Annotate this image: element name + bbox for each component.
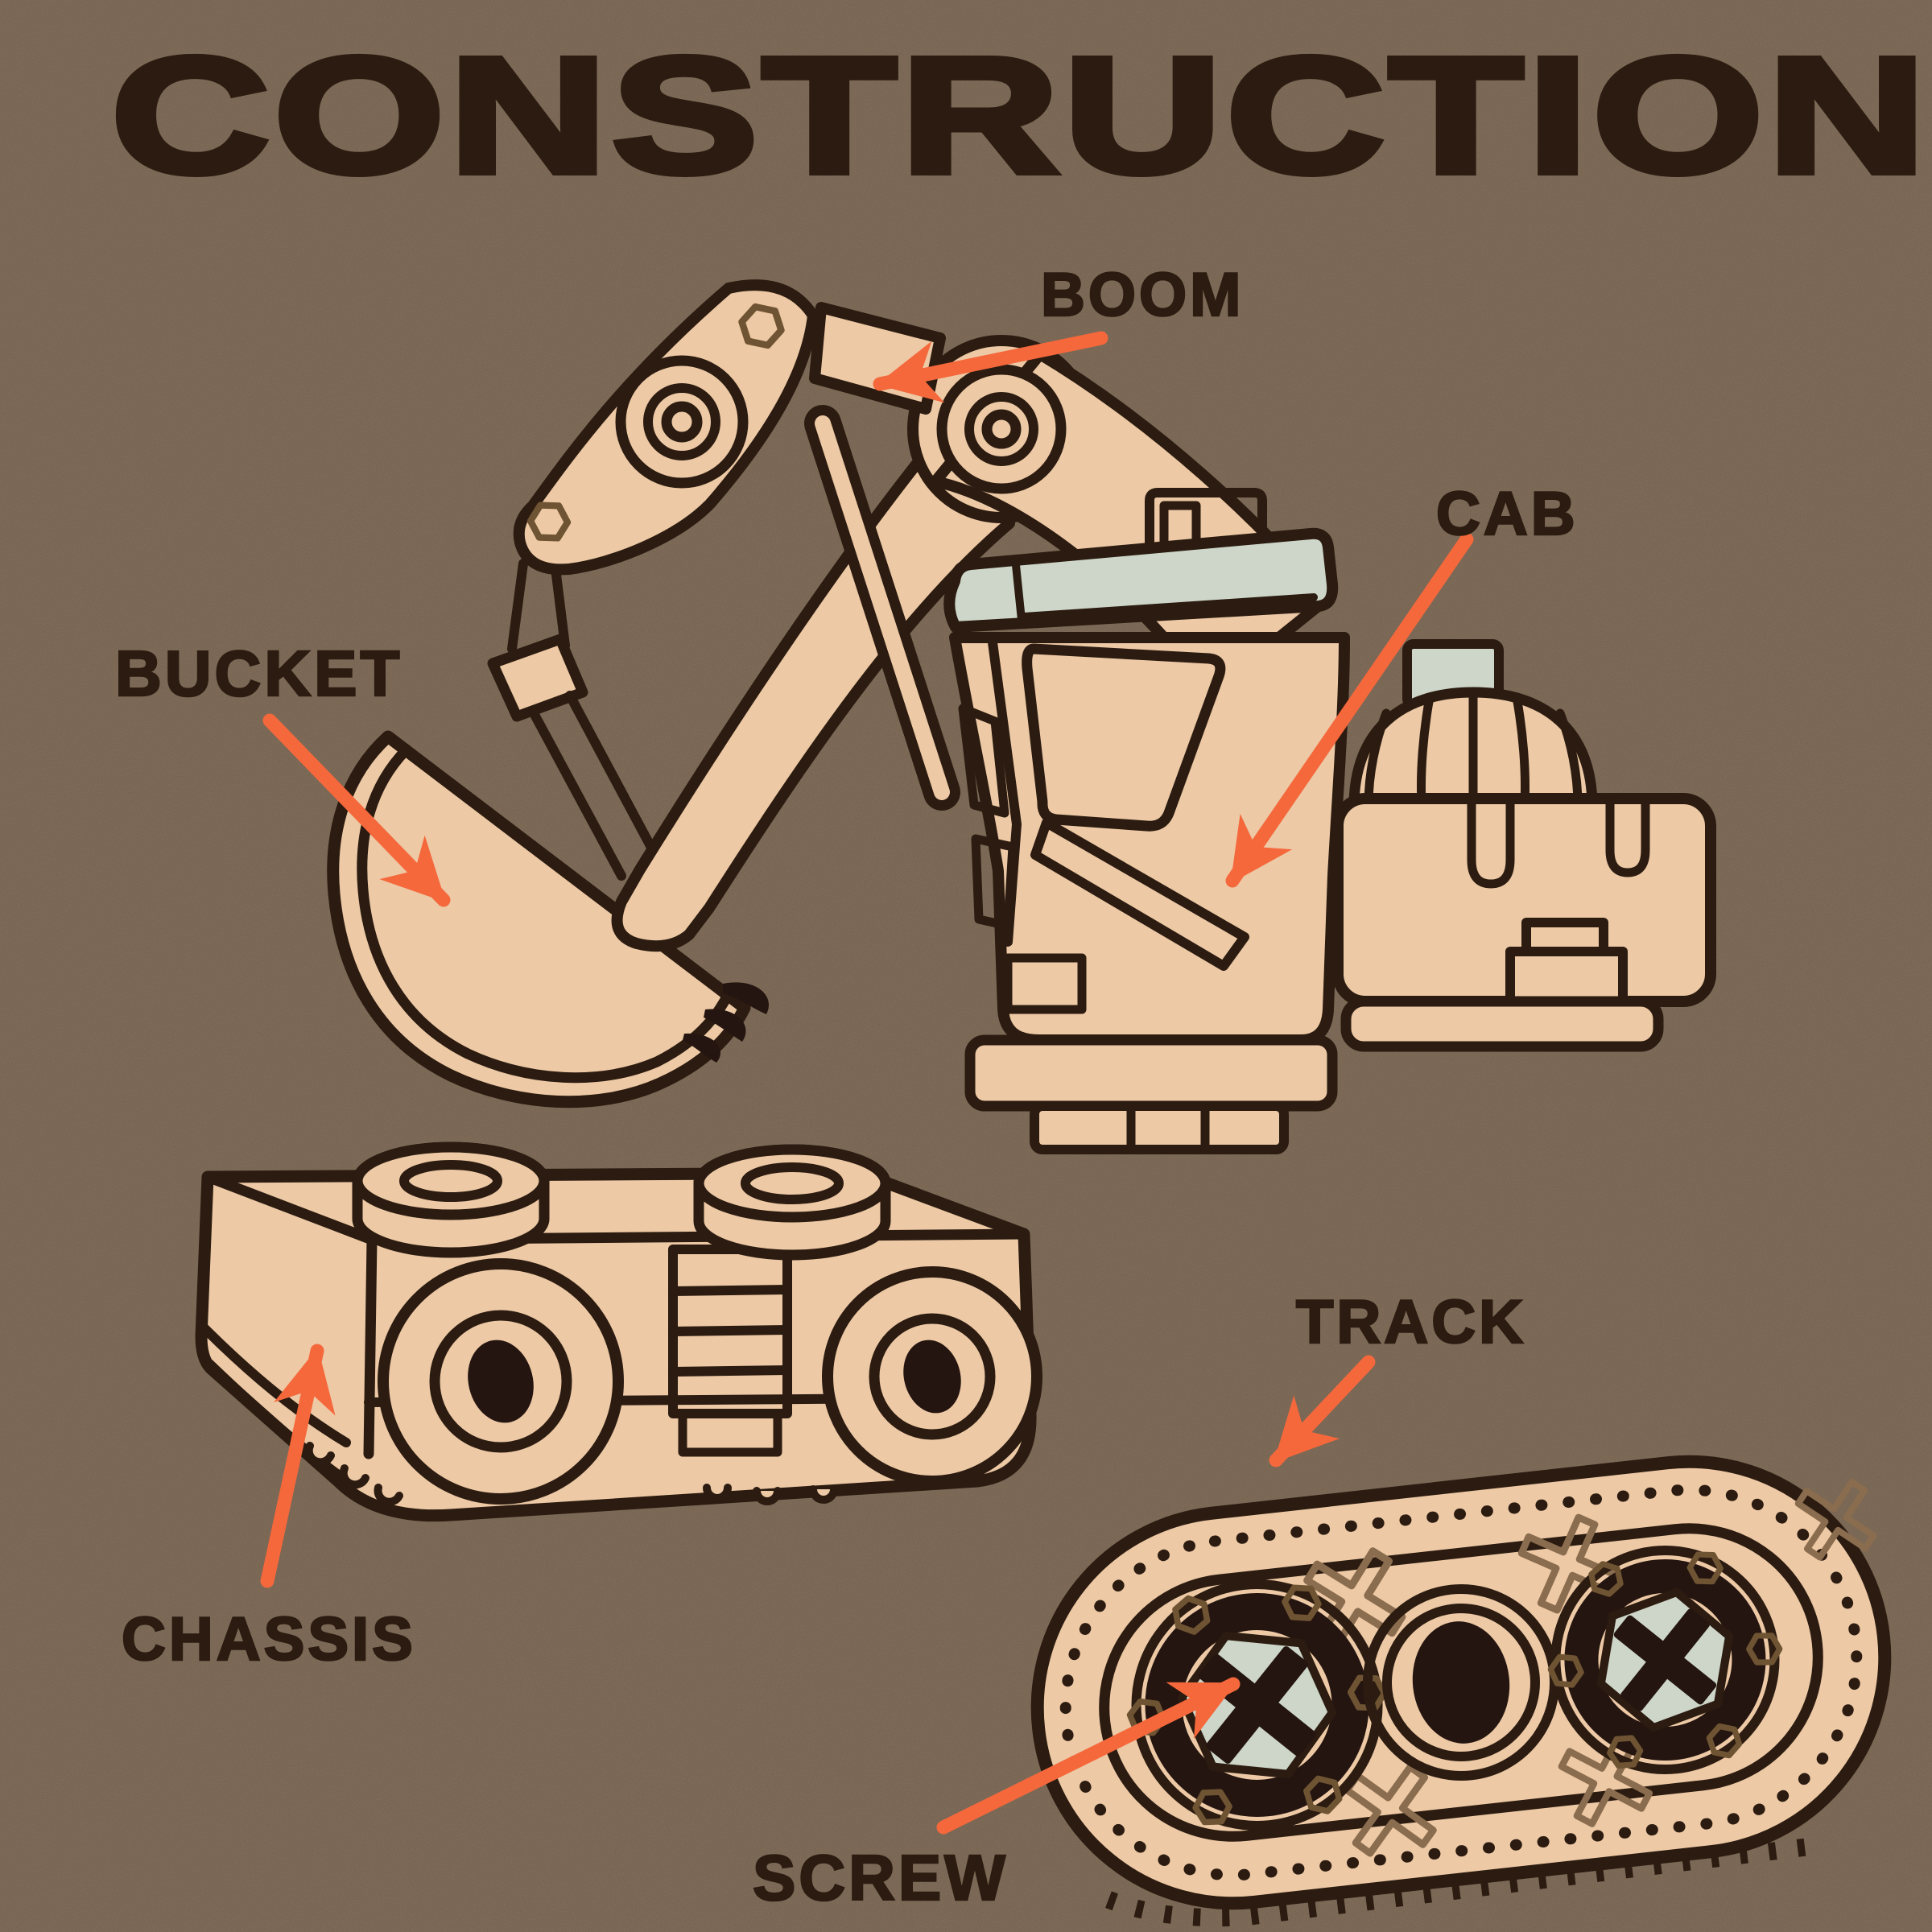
cab-window <box>1022 643 1226 832</box>
link-rod <box>565 691 660 860</box>
engine-slot <box>1605 797 1650 877</box>
track-label: TRACK <box>1296 1288 1526 1356</box>
track-illustration <box>1030 1439 1929 1927</box>
track-hub-middle <box>1363 1584 1559 1781</box>
cab-front-window <box>958 704 1009 818</box>
cab-arrow <box>1225 532 1474 888</box>
chassis-illustration <box>195 1141 1042 1522</box>
nub <box>374 1484 403 1506</box>
cab-brace <box>1030 818 1249 971</box>
engine-skid <box>1340 996 1664 1052</box>
ladder-rung <box>668 1285 792 1296</box>
cab-shape <box>943 488 1350 1154</box>
ladder-rung <box>668 1325 792 1336</box>
stud-hollow <box>399 1160 502 1202</box>
roof-line <box>1020 593 1318 621</box>
boom-joint-left <box>615 355 749 489</box>
roof-line <box>1012 561 1026 624</box>
cab-step <box>1003 953 1087 1014</box>
engine-slot <box>1467 797 1515 889</box>
chassis-label: CHASSIS <box>122 1605 416 1674</box>
chassis-studs <box>352 1141 891 1261</box>
cab-antenna <box>1145 488 1267 562</box>
hydraulic-rod <box>804 405 960 811</box>
boom-arrow <box>873 331 1108 403</box>
title-bar: CONSTRUCTION <box>107 20 1930 212</box>
nub <box>304 1442 335 1467</box>
bucket-linkage <box>487 559 660 881</box>
chassis-nubs <box>304 1442 838 1506</box>
nub <box>753 1487 782 1505</box>
part-labels: BOOM CAB BUCKET CHASSIS TRACK SCREW <box>114 260 1579 1915</box>
brick-edge <box>202 1171 378 1245</box>
boom-joint-right <box>936 364 1067 494</box>
bucket-arrow <box>262 713 451 907</box>
bucket-tooth <box>723 982 770 1014</box>
bucket-tooth <box>683 1033 721 1063</box>
screw-arrow <box>936 1677 1241 1835</box>
bucket-shape <box>327 730 770 1108</box>
engine-step <box>1505 947 1628 1006</box>
chassis-wheel-left <box>378 1258 624 1505</box>
engine-block <box>1332 639 1716 1052</box>
cab-base-plate <box>964 1034 1338 1112</box>
callout-arrows <box>260 331 1474 1835</box>
brick-edge <box>363 1234 378 1459</box>
link-plate <box>487 634 588 722</box>
screw-label: SCREW <box>753 1842 1009 1913</box>
link-rod <box>551 564 570 650</box>
link-rod <box>507 559 528 654</box>
cab-label: CAB <box>1436 480 1579 548</box>
rod-core <box>815 415 950 800</box>
nub <box>339 1464 369 1489</box>
track-inner <box>1099 1523 1823 1842</box>
nub <box>703 1484 732 1502</box>
chassis-wheel-right <box>822 1266 1042 1487</box>
track-arrow <box>1269 1355 1376 1468</box>
stud-top <box>693 1144 891 1223</box>
bucket-tooth <box>704 1009 746 1042</box>
ladder-rung <box>668 1365 792 1377</box>
bucket-label: BUCKET <box>115 638 402 709</box>
track-wheel-right <box>1536 1546 1793 1775</box>
stud-top <box>352 1141 550 1220</box>
stud-hollow <box>741 1162 844 1204</box>
excavator-illustration <box>327 279 1716 1154</box>
cab-front-panel <box>971 834 1018 931</box>
boom-label: BOOM <box>1041 261 1244 329</box>
nub <box>809 1485 838 1504</box>
dipper-arm <box>611 447 1015 952</box>
link-rod <box>528 707 626 881</box>
chassis-arrow <box>260 1344 336 1588</box>
ladder-foot <box>678 1409 782 1457</box>
page-title: CONSTRUCTION <box>111 24 1930 208</box>
bucket-outer-rim <box>327 730 751 1108</box>
cab-base-lower <box>1030 1101 1289 1154</box>
bucket-inner-rim <box>357 744 733 1084</box>
